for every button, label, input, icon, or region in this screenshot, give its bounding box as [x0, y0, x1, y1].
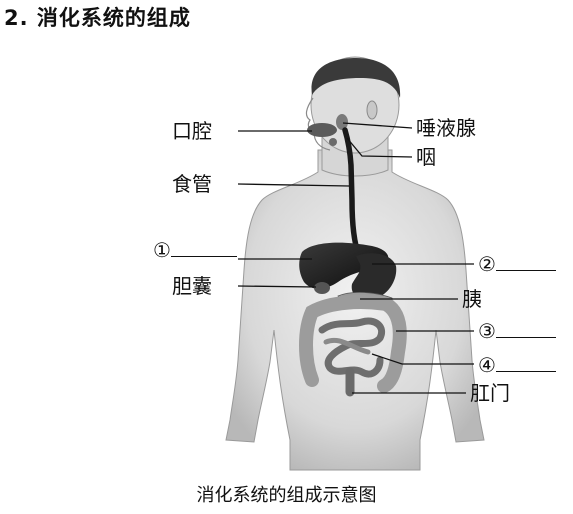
salivary-gland	[336, 114, 348, 130]
human-body	[225, 56, 485, 471]
leader-pharynx	[346, 137, 413, 158]
label-pancreas: 胰	[462, 287, 482, 311]
label-gallbladder: 胆囊	[172, 274, 212, 298]
label-salivary-gland: 唾液腺	[416, 116, 476, 140]
label-mouth: 口腔	[172, 119, 212, 143]
stomach	[351, 253, 397, 301]
label-pharynx: 咽	[416, 145, 436, 169]
blank-number-2: ②	[478, 252, 496, 276]
blank-number-3: ③	[478, 319, 496, 343]
leader-salivary	[342, 122, 413, 129]
label-esophagus: 食管	[172, 172, 212, 196]
leader-4	[371, 353, 474, 365]
blank-number-4: ④	[478, 353, 496, 377]
hair	[311, 58, 401, 98]
blank-number-1: ①	[153, 238, 171, 262]
large-intestine	[299, 295, 407, 393]
label-blank-1: ①	[153, 240, 237, 260]
answer-blank-1[interactable]	[170, 256, 237, 257]
label-blank-4: ④	[478, 355, 556, 375]
leader-lines	[237, 122, 474, 394]
ear	[366, 100, 378, 120]
label-blank-2: ②	[478, 254, 556, 274]
leader-esophagus	[237, 183, 350, 187]
gallbladder	[314, 282, 330, 294]
page-title: 2. 消化系统的组成	[4, 6, 191, 30]
oral-cavity	[307, 123, 337, 137]
salivary-gland-small	[329, 138, 337, 146]
torso	[225, 149, 485, 471]
label-blank-3: ③	[478, 321, 556, 341]
leader-gallbladder	[237, 285, 317, 288]
small-intestine	[318, 317, 385, 378]
label-anus: 肛门	[470, 381, 510, 405]
answer-blank-3[interactable]	[495, 337, 556, 338]
answer-blank-4[interactable]	[495, 371, 556, 372]
answer-blank-2[interactable]	[495, 270, 556, 271]
figure-caption: 消化系统的组成示意图	[196, 485, 377, 506]
